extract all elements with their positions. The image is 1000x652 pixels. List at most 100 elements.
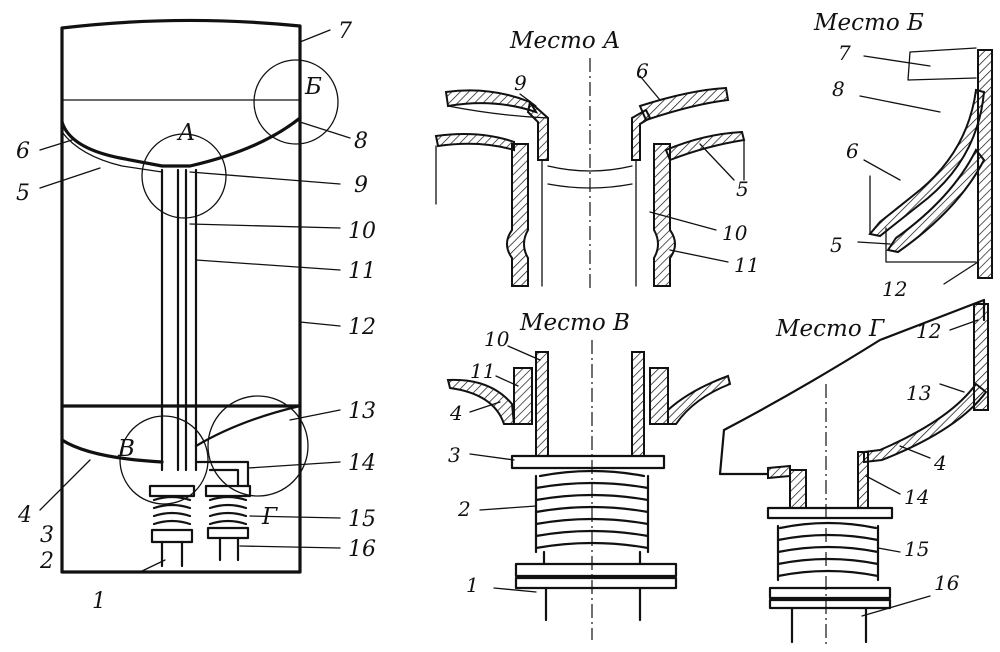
detail-v-sleeve-right xyxy=(649,367,669,425)
main-label-2: 2 xyxy=(39,549,54,574)
caption-place-v: Место В xyxy=(519,310,630,336)
detail-g-wall-12 xyxy=(973,303,989,411)
main-label-1: 1 xyxy=(92,589,106,614)
detail-a-label-9: 9 xyxy=(514,71,527,95)
detail-b-outline xyxy=(869,47,977,263)
detail-g-bellows-15 xyxy=(776,521,880,582)
detail-g-label-16: 16 xyxy=(934,571,960,595)
detail-v-pipe-1 xyxy=(542,550,642,622)
detail-g-outlet-right xyxy=(857,451,869,509)
callout-circle-b xyxy=(253,59,339,145)
detail-a-inner-tube xyxy=(541,159,637,287)
detail-b-leaders xyxy=(857,55,979,285)
detail-a-label-5: 5 xyxy=(736,177,749,201)
detail-v-sleeve-left xyxy=(513,367,533,425)
detail-v-label-10: 10 xyxy=(484,327,510,351)
detail-g-label-13: 13 xyxy=(906,381,931,405)
main-label-6: 6 xyxy=(16,139,30,164)
detail-a: Место А 9 6 5 10 11 xyxy=(434,28,759,290)
detail-b-label-8: 8 xyxy=(832,77,845,101)
caption-place-g: Место Г xyxy=(775,316,885,342)
main-leaders xyxy=(39,29,351,573)
upper-bottom xyxy=(60,116,302,168)
detail-v-label-11: 11 xyxy=(470,359,495,383)
callout-circle-g xyxy=(207,395,309,497)
detail-a-label-10: 10 xyxy=(722,221,748,245)
detail-g: Место Г 12 13 4 14 xyxy=(718,298,989,644)
caption-place-a: Место А xyxy=(509,28,620,54)
detail-v-flange-1b xyxy=(514,576,678,590)
detail-g-flange-a xyxy=(766,506,894,520)
main-label-13: 13 xyxy=(348,399,376,424)
main-view: А Б В Г 7 8 9 10 11 12 13 14 15 xyxy=(16,18,376,614)
callout-v: В xyxy=(117,436,135,462)
callout-a: А xyxy=(176,120,195,146)
detail-g-outlet-left xyxy=(789,469,807,509)
main-label-4: 4 xyxy=(17,503,32,528)
detail-a-outline xyxy=(435,105,745,205)
detail-v-bottom-right xyxy=(667,374,732,425)
detail-v-label-2: 2 xyxy=(457,497,471,521)
detail-a-shell-6-right xyxy=(638,86,730,122)
lower-bottom xyxy=(60,404,302,464)
detail-g-bottom-left xyxy=(767,464,791,480)
detail-v-label-4: 4 xyxy=(449,401,463,425)
main-label-7: 7 xyxy=(338,19,352,44)
detail-g-pipe-16 xyxy=(790,606,868,644)
lower-side-bend xyxy=(194,404,302,448)
main-label-14: 14 xyxy=(348,451,376,476)
callout-b: Б xyxy=(304,74,322,100)
upper-bottom-inner xyxy=(61,131,163,173)
detail-g-label-14: 14 xyxy=(904,485,929,509)
detail-b-label-7: 7 xyxy=(838,41,851,65)
detail-a-shell-5 xyxy=(434,133,515,152)
detail-v: Место В 10 11 4 xyxy=(446,310,732,640)
detail-g-leaders xyxy=(861,319,979,617)
bellows-right xyxy=(204,484,252,562)
detail-v-pipe-left xyxy=(535,351,549,457)
main-label-12: 12 xyxy=(348,315,376,340)
detail-a-shell-5-right xyxy=(664,130,746,162)
detail-v-bottom-left xyxy=(446,378,516,425)
main-label-3: 3 xyxy=(40,523,54,548)
detail-v-leaders xyxy=(469,345,541,593)
detail-v-label-3: 3 xyxy=(448,443,461,467)
detail-b-shell-6 xyxy=(886,148,986,254)
detail-a-neck-9-right xyxy=(631,108,652,161)
detail-a-label-6: 6 xyxy=(636,59,649,83)
detail-v-flange-1a xyxy=(514,562,678,578)
main-label-10: 10 xyxy=(348,219,376,244)
detail-a-pipe-left xyxy=(506,143,529,287)
caption-place-b: Место Б xyxy=(813,10,924,36)
detail-g-label-4: 4 xyxy=(933,451,947,475)
detail-b-label-6: 6 xyxy=(846,139,859,163)
detail-g-bottom-13 xyxy=(863,382,988,464)
detail-v-bellows-2 xyxy=(534,469,650,554)
bellows-left xyxy=(148,484,196,568)
main-label-5: 5 xyxy=(16,181,30,206)
detail-v-flange-3 xyxy=(510,454,666,470)
detail-v-pipe-right xyxy=(631,351,645,457)
detail-b: Место Б 7 8 6 5 12 xyxy=(813,10,993,301)
detail-v-label-1: 1 xyxy=(466,573,479,597)
detail-g-label-12: 12 xyxy=(916,319,941,343)
callout-circle-a xyxy=(141,133,227,219)
detail-b-label-12: 12 xyxy=(882,277,907,301)
detail-b-label-5: 5 xyxy=(830,233,843,257)
detail-a-pipe-right xyxy=(653,143,676,287)
main-label-8: 8 xyxy=(354,129,368,154)
side-outlet xyxy=(194,460,250,488)
detail-a-label-11: 11 xyxy=(734,253,759,277)
detail-b-shell-8 xyxy=(868,88,986,238)
main-label-9: 9 xyxy=(354,173,368,198)
tank-outline xyxy=(60,18,302,574)
callout-circle-v xyxy=(119,415,209,505)
detail-a-neck-9 xyxy=(526,100,549,161)
detail-g-flange-b xyxy=(768,586,892,600)
detail-g-label-15: 15 xyxy=(904,537,929,561)
main-label-16: 16 xyxy=(348,537,376,562)
detail-g-flange-c xyxy=(768,598,892,610)
main-label-11: 11 xyxy=(348,259,376,284)
detail-a-leaders xyxy=(519,75,735,263)
